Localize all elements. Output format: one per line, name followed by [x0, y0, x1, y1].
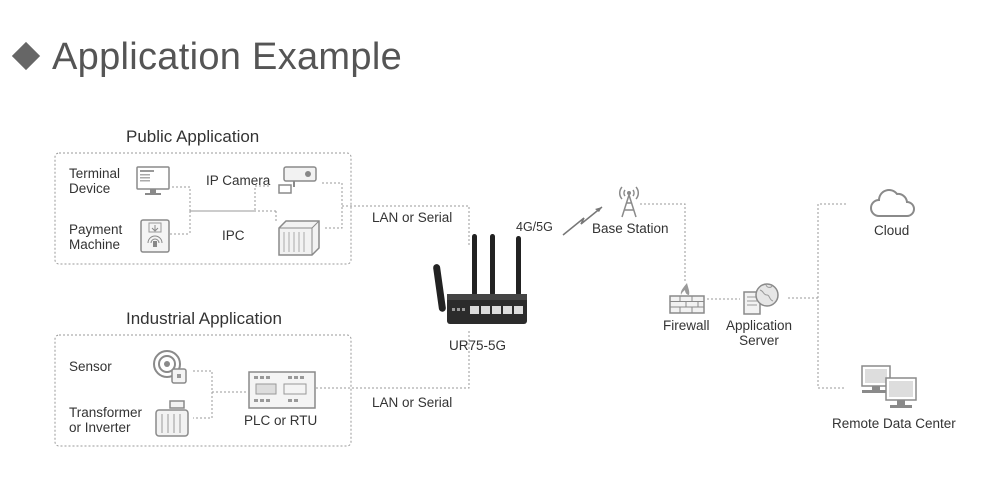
cellular-label: 4G/5G — [516, 220, 553, 234]
cloud-icon — [870, 189, 915, 217]
ip-camera-icon — [278, 166, 317, 194]
lan-serial-top-label: LAN or Serial — [372, 210, 453, 225]
wireless-link-icon — [562, 206, 603, 236]
public-application-heading: Public Application — [126, 127, 260, 146]
base-station-label: Base Station — [592, 221, 669, 236]
sensor-icon — [153, 350, 187, 384]
ipc-label: IPC — [222, 228, 245, 243]
page-title: Application Example — [52, 36, 403, 78]
plc-rtu-icon — [248, 371, 316, 409]
application-server-label: Application Server — [725, 318, 793, 348]
industrial-group-box — [54, 334, 352, 447]
ip-camera-label: IP Camera — [206, 173, 271, 188]
ur75-router-icon — [433, 234, 527, 324]
remote-data-center-label: Remote Data Center — [832, 416, 956, 431]
remote-data-center-icon — [861, 365, 917, 408]
public-group-box — [54, 152, 352, 265]
application-server-icon — [743, 283, 779, 315]
transformer-icon — [155, 400, 189, 437]
transformer-label: Transformer or Inverter — [69, 405, 143, 435]
base-station-icon — [618, 186, 640, 218]
plc-rtu-label: PLC or RTU — [244, 413, 318, 428]
firewall-icon — [669, 283, 705, 314]
payment-machine-icon — [140, 219, 170, 253]
router-name-label: UR75-5G — [449, 338, 507, 353]
sensor-label: Sensor — [69, 359, 112, 374]
industrial-application-heading: Industrial Application — [126, 309, 282, 328]
lan-serial-bottom-label: LAN or Serial — [372, 395, 453, 410]
ipc-icon — [278, 220, 320, 256]
payment-machine-label: Payment Machine — [69, 222, 123, 252]
cloud-label: Cloud — [874, 223, 910, 238]
terminal-device-label: Terminal Device — [69, 166, 121, 196]
monitor-icon — [136, 166, 170, 195]
firewall-label: Firewall — [663, 318, 710, 333]
